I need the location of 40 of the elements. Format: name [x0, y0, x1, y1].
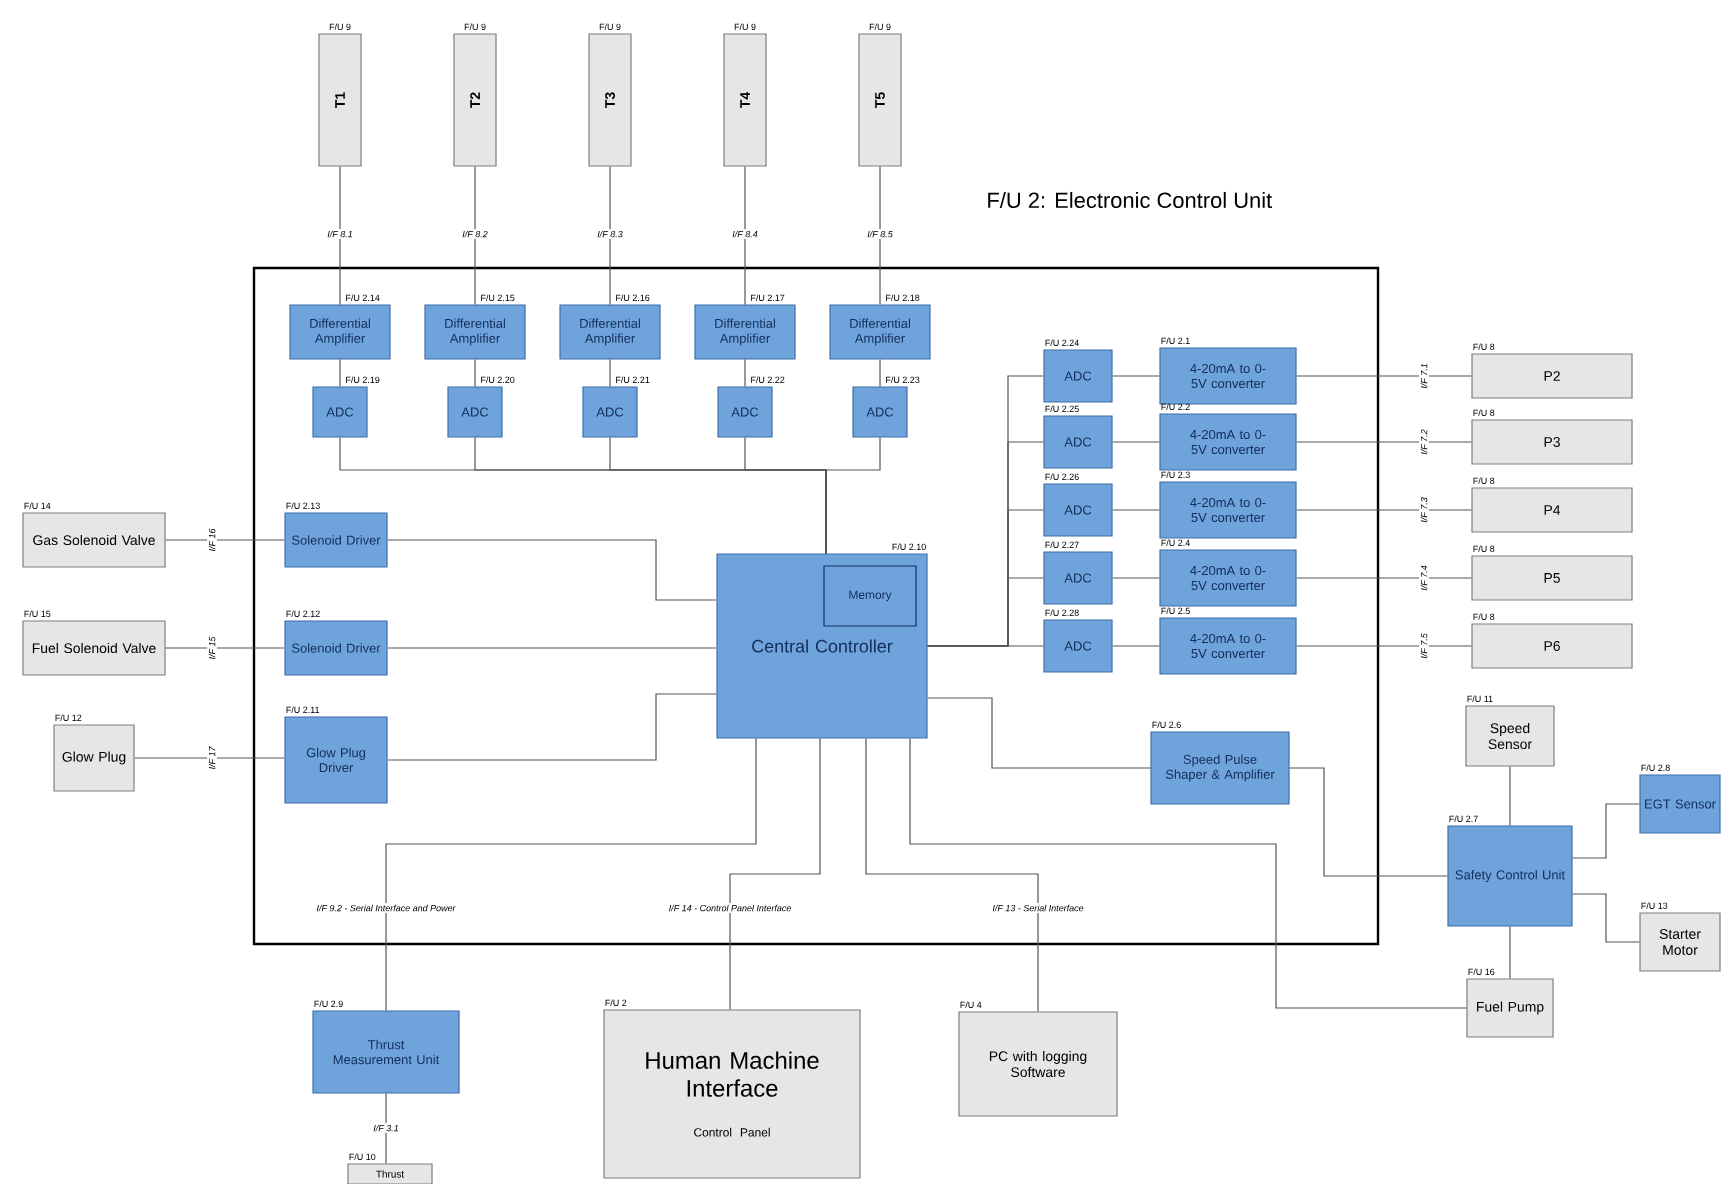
- connector-line: [1296, 441, 1472, 443]
- connector-line: [744, 166, 746, 305]
- connector-line: [1296, 577, 1472, 579]
- connector-line: [387, 539, 717, 601]
- connector-line: [339, 359, 341, 387]
- connector-line: [1572, 893, 1640, 943]
- unit-title: F/U 2: Electronic Control Unit: [988, 191, 1273, 209]
- connector-line: [1296, 375, 1472, 377]
- connector-line: [387, 693, 717, 761]
- connector-line: [927, 645, 1044, 647]
- connector-line: [387, 647, 717, 649]
- connector-line: [1296, 509, 1472, 511]
- connector-line: [1296, 645, 1472, 647]
- connector-line: [1289, 767, 1448, 877]
- connector-line: [165, 539, 285, 541]
- connector-line: [927, 697, 1151, 769]
- connector-line: [339, 166, 341, 305]
- connector-line: [1112, 645, 1160, 647]
- connector-line: [865, 738, 1039, 1012]
- connector-line: [1572, 803, 1640, 859]
- connector-line: [385, 1093, 387, 1164]
- connector-line: [1509, 926, 1511, 979]
- connector-line: [825, 437, 881, 554]
- connector-line: [879, 359, 881, 387]
- connector-line: [1112, 375, 1160, 377]
- connector-line: [744, 359, 746, 387]
- connector-line: [1112, 509, 1160, 511]
- connector-line: [609, 359, 611, 387]
- connector-line: [879, 166, 881, 305]
- connector-line: [474, 166, 476, 305]
- connector-line: [909, 738, 1467, 1009]
- connector-line: [1112, 441, 1160, 443]
- connector-line: [474, 359, 476, 387]
- connector-line: [729, 738, 821, 1010]
- connector-line: [385, 738, 757, 1011]
- connector-line: [1112, 577, 1160, 579]
- connector-line: [1509, 766, 1511, 826]
- connector-line: [165, 647, 285, 649]
- connector-line: [134, 757, 285, 759]
- connector-line: [609, 166, 611, 305]
